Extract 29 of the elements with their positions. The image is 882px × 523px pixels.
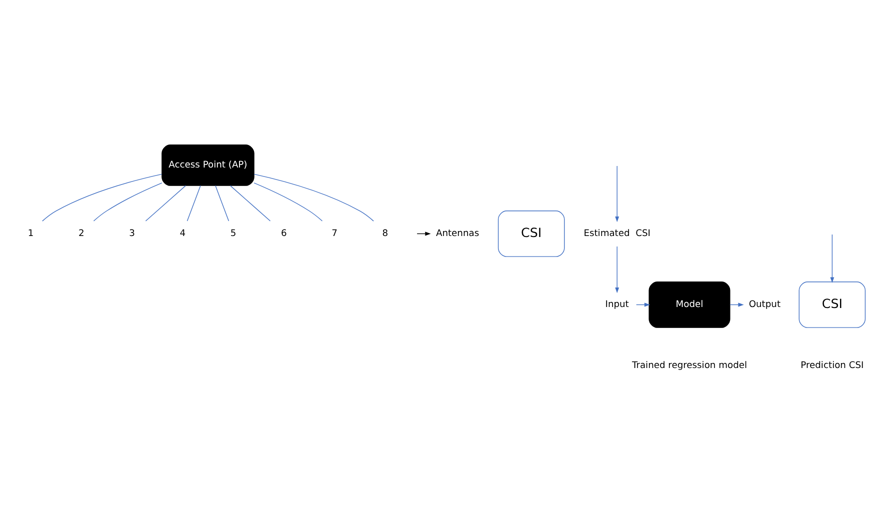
node-text: Antennas (436, 229, 480, 240)
node-text: Input (605, 300, 629, 310)
node-label: Prediction CSI (800, 360, 864, 371)
node-box: Model (648, 282, 730, 328)
node-text: 7 (332, 229, 338, 240)
node-text: Estimated CSI (584, 229, 650, 240)
arrow (615, 246, 620, 294)
node-text: 3 (129, 229, 135, 240)
node-box: CSI (498, 210, 565, 257)
node-box: Access Point (AP) (162, 144, 254, 186)
node-box: CSI (798, 282, 866, 328)
node-text: 2 (78, 229, 84, 240)
arrow (615, 166, 620, 222)
connector (230, 185, 271, 222)
connector (254, 182, 323, 222)
connector (42, 174, 162, 222)
node-text: 1 (28, 229, 34, 240)
node-text: 5 (230, 229, 236, 240)
connector (186, 185, 201, 222)
node-label: Trained regression model (632, 360, 748, 371)
connector (145, 185, 186, 222)
node-text: Output (748, 300, 781, 310)
node-text: 6 (280, 229, 287, 240)
node-text: 8 (382, 229, 388, 240)
node-text: 4 (180, 229, 186, 240)
connector (93, 182, 162, 222)
arrow (830, 234, 834, 283)
connector (254, 174, 374, 222)
connector (215, 185, 230, 222)
